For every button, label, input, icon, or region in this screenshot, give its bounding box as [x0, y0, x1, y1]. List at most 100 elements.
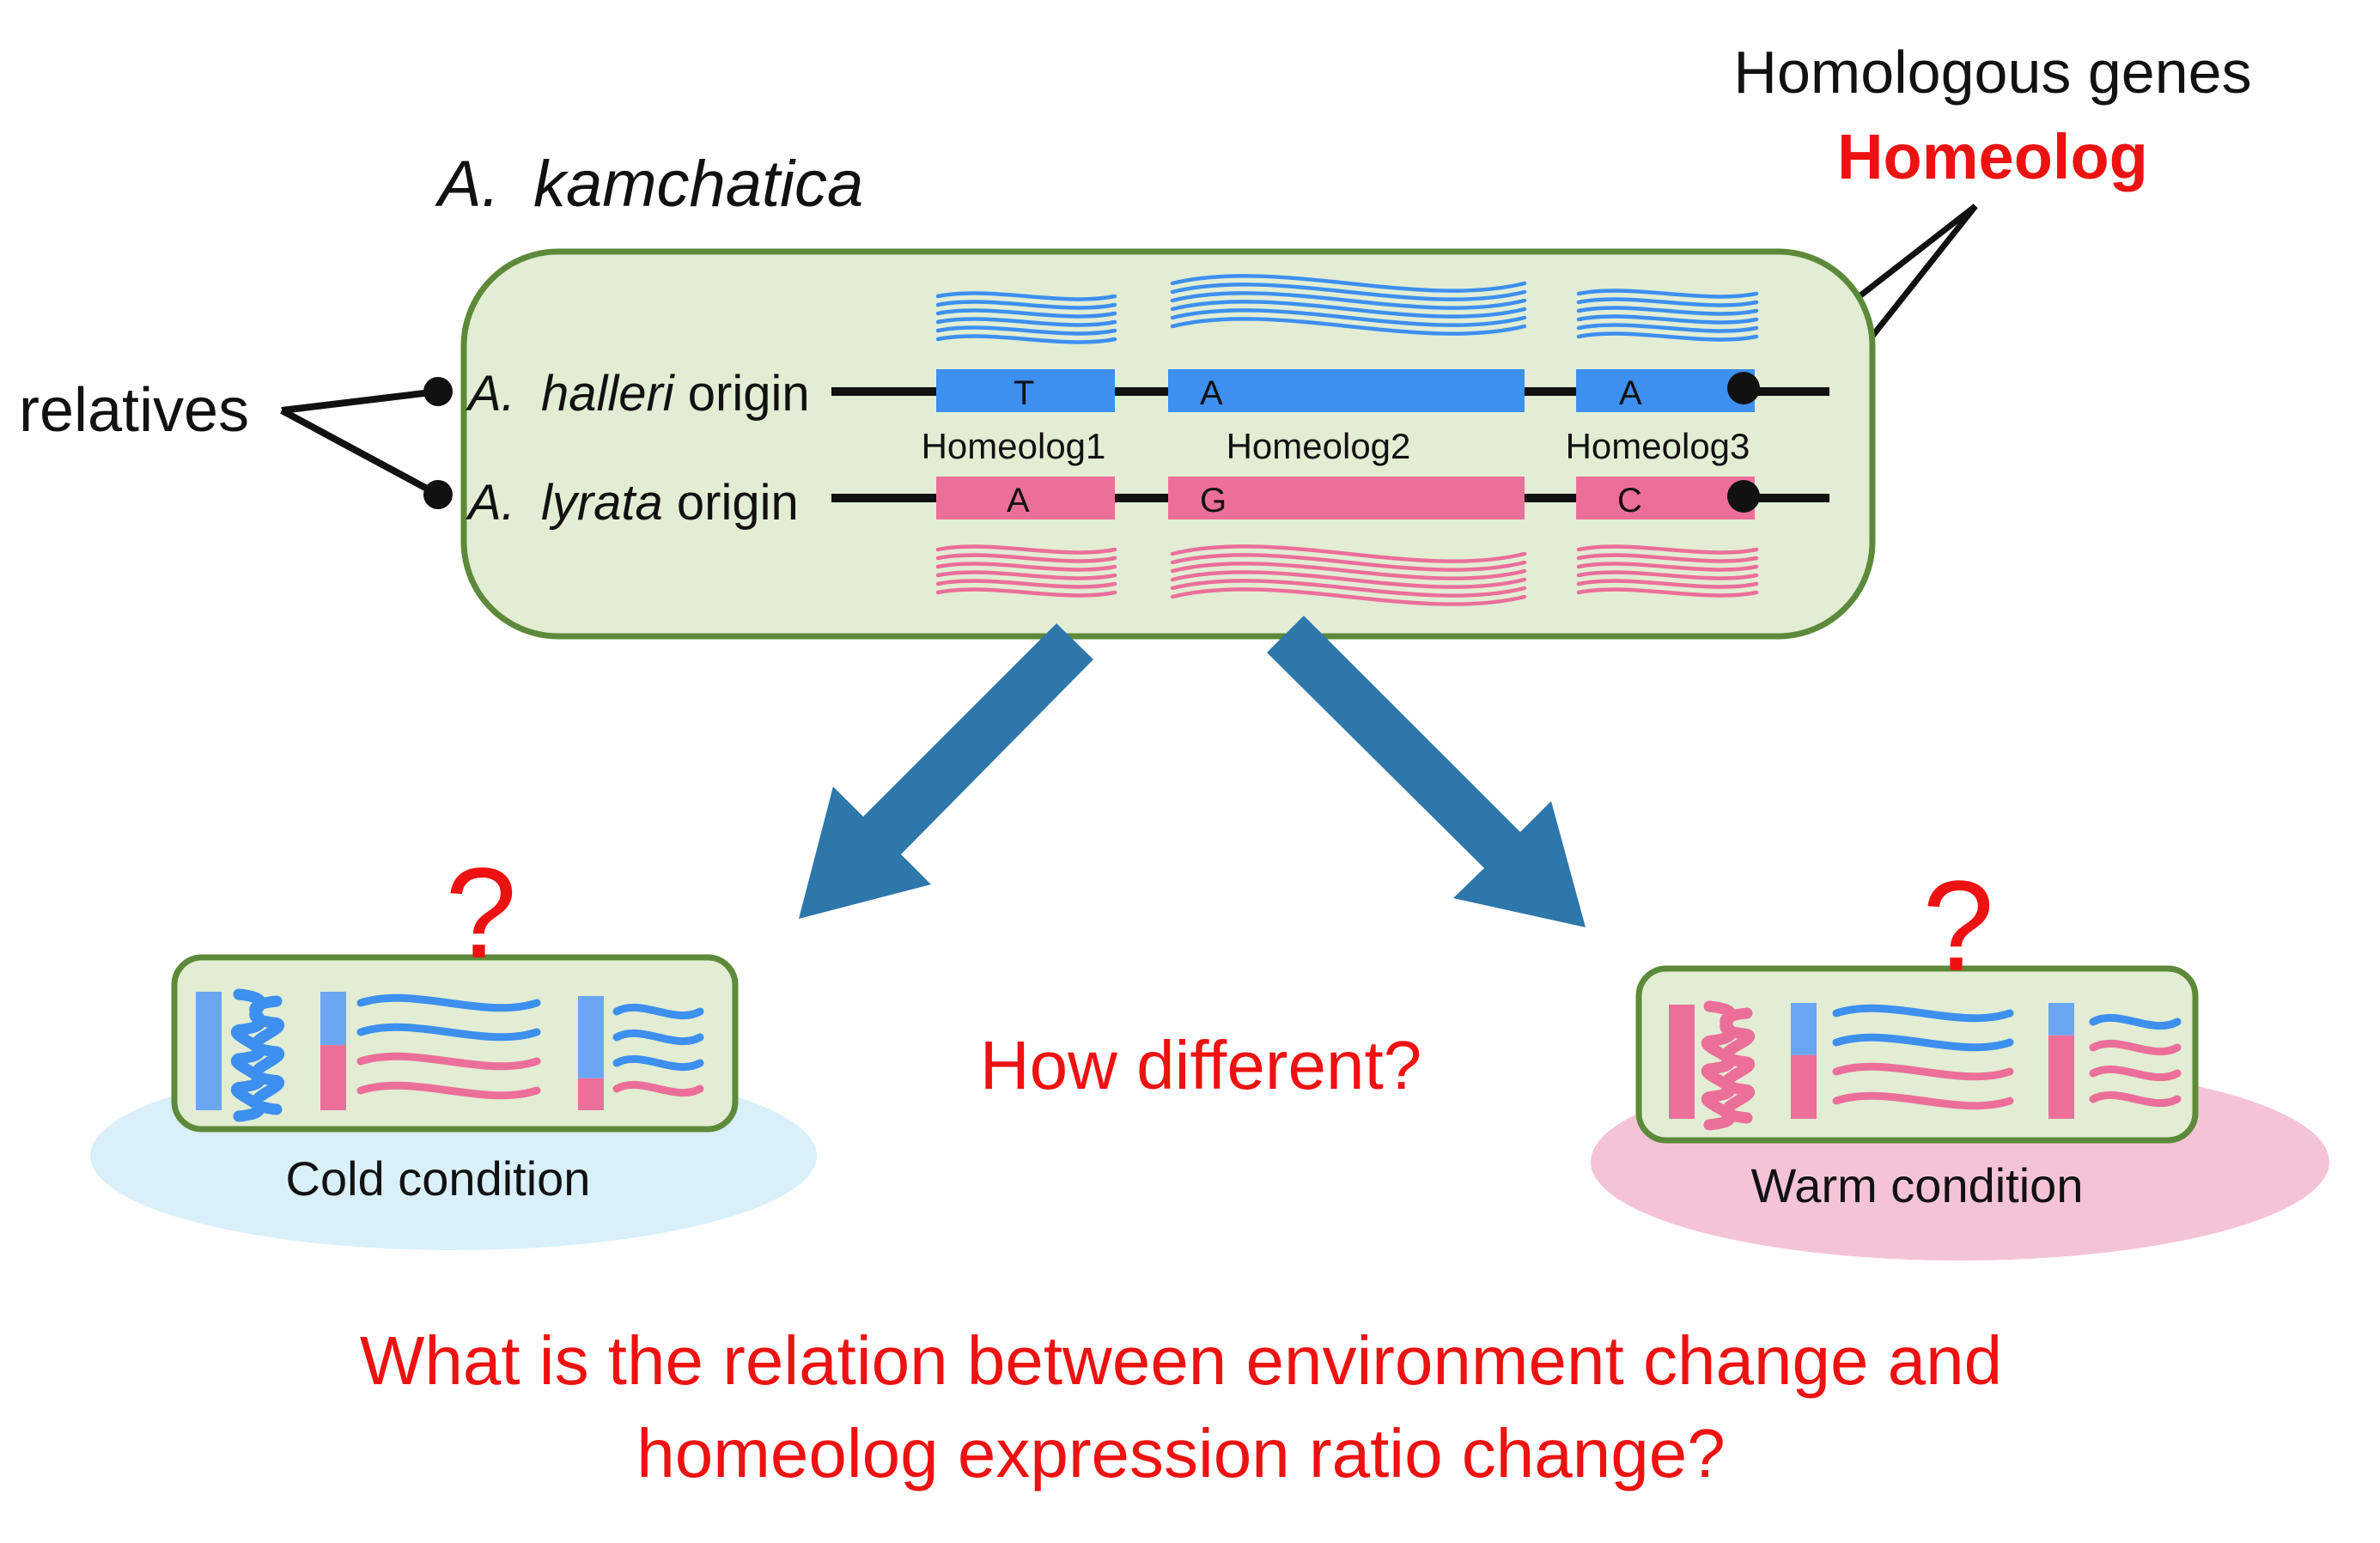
warm-strands-2 — [1832, 1004, 2014, 1110]
expression-strand — [612, 1003, 704, 1020]
cold-squiggle — [230, 988, 285, 1122]
transcript-strand — [1576, 562, 1759, 572]
expression-strand — [356, 1081, 541, 1100]
halleri-suffix: origin — [674, 366, 810, 422]
halleri-base-3: A — [1619, 374, 1642, 412]
ratio-bar-pink — [578, 1078, 604, 1110]
transcript-strand — [1170, 562, 1527, 580]
expression-strand — [2089, 1013, 2182, 1030]
squiggle-strand — [1701, 1007, 1753, 1131]
species-title: A. kamchatica — [435, 148, 863, 221]
center-question: How different? — [980, 1027, 1421, 1103]
transcript-strand — [1170, 587, 1527, 606]
lyrata-gene-3 — [1576, 477, 1755, 519]
species-genus: A. — [435, 148, 500, 221]
warm-ratio-bar-1 — [1669, 1005, 1695, 1119]
ratio-bar-blue — [578, 996, 604, 1078]
halleri-base-1: T — [1013, 374, 1034, 412]
halleri-transcripts-2 — [1170, 274, 1527, 336]
warm-expression-icons — [1669, 1000, 2182, 1131]
lyrata-genus: A. — [466, 475, 515, 531]
warm-strands-3 — [2089, 1013, 2182, 1108]
transcript-strand — [935, 579, 1117, 589]
arrow-to-warm — [1267, 616, 1586, 927]
halleri-transcript-bundles — [935, 274, 1759, 344]
transcript-strand — [1576, 297, 1759, 307]
transcript-strand — [935, 334, 1117, 344]
transcript-strand — [1170, 579, 1527, 598]
relatives-label: relatives — [19, 376, 249, 445]
expression-strand — [356, 993, 541, 1012]
lyrata-origin-label: A. lyrata origin — [466, 475, 799, 531]
callout-homologous-genes: Homologous genes — [1733, 39, 2251, 106]
halleri-genus: A. — [466, 366, 515, 422]
halleri-origin-label: A. halleri origin — [466, 366, 810, 422]
homeolog-label-3: Homeolog3 — [1566, 426, 1750, 466]
lyrata-transcripts-3 — [1576, 544, 1759, 598]
expression-strand — [2089, 1039, 2182, 1056]
transcript-strand — [1576, 570, 1759, 580]
ratio-bar-blue — [320, 992, 346, 1046]
transcript-strand — [1576, 323, 1759, 333]
ratio-bar-pink — [1791, 1054, 1817, 1119]
halleri-gene-2 — [1168, 369, 1525, 412]
ratio-bar-pink — [1669, 1005, 1695, 1119]
transcript-strand — [935, 300, 1117, 310]
transcript-strand — [1170, 300, 1527, 319]
warm-ratio-bar-3 — [2048, 1003, 2074, 1119]
ratio-bar-blue — [1791, 1003, 1817, 1055]
cold-condition-label: Cold condition — [286, 1151, 591, 1206]
transcript-strand — [935, 325, 1117, 336]
transcript-strand — [1170, 570, 1527, 589]
transcript-strand — [935, 562, 1117, 572]
transcript-strand — [1576, 553, 1759, 563]
transcript-strand — [1576, 314, 1759, 325]
transcript-strand — [935, 291, 1117, 301]
kamchatica-genome-box — [460, 248, 1876, 640]
bottom-question-line2: homeolog expression ratio change? — [636, 1415, 1726, 1491]
transcript-strand — [1576, 331, 1759, 342]
lyrata-species: lyrata — [541, 475, 663, 531]
homeolog-label-1: Homeolog1 — [922, 426, 1106, 466]
halleri-species: halleri — [541, 366, 676, 422]
expression-strand — [612, 1080, 704, 1097]
ratio-bar-pink — [2048, 1035, 2074, 1119]
warm-question-mark: ? — [1922, 854, 1993, 998]
callout-homeolog: Homeolog — [1837, 121, 2148, 192]
halleri-transcripts-3 — [1576, 289, 1759, 342]
halleri-gene-1 — [936, 369, 1115, 412]
ratio-bar-blue — [2048, 1003, 2074, 1036]
cold-strands-2 — [356, 993, 541, 1100]
transcript-strand — [935, 553, 1117, 563]
cold-ratio-bar-2 — [320, 992, 346, 1110]
transcript-strand — [1170, 553, 1527, 572]
expression-strand — [612, 1054, 704, 1072]
arrow-to-cold — [799, 623, 1093, 919]
bottom-question-line1: What is the relation between environment… — [360, 1322, 2002, 1399]
homeolog3-halleri-dot — [1727, 372, 1760, 404]
expression-strand — [1832, 1062, 2014, 1081]
expression-strand — [612, 1029, 704, 1046]
transcript-strand — [935, 587, 1117, 598]
ratio-bar-pink — [320, 1045, 346, 1110]
cold-question-mark: ? — [445, 841, 516, 985]
warm-squiggle — [1701, 1000, 1756, 1131]
species-name: kamchatica — [533, 148, 863, 221]
cold-ratio-bar-1 — [196, 992, 222, 1110]
transcript-strand — [1576, 306, 1759, 316]
warm-condition-label: Warm condition — [1751, 1158, 2084, 1212]
transcript-strand — [1576, 579, 1759, 589]
lyrata-base-3: C — [1617, 482, 1642, 519]
lyrata-gene-bars — [936, 477, 1755, 519]
transcript-strand — [935, 308, 1117, 319]
transcript-strand — [1170, 282, 1527, 301]
lyrata-transcript-bundles — [935, 544, 1759, 606]
transcript-strand — [1170, 291, 1527, 310]
cold-expression-icons — [196, 988, 704, 1122]
transcript-strand — [1576, 587, 1759, 598]
homeolog-label-2: Homeolog2 — [1227, 426, 1411, 466]
relatives-connector — [280, 388, 440, 498]
expression-strand — [356, 1023, 541, 1042]
squiggle-strand — [230, 995, 283, 1122]
